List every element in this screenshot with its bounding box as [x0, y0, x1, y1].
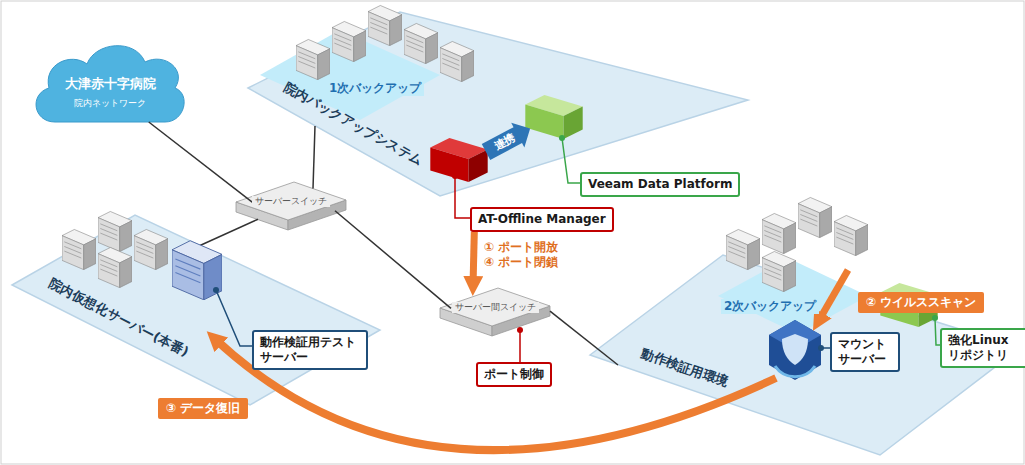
leader-lines-part — [517, 327, 523, 333]
secondary-band-shape-part — [718, 258, 868, 334]
network-cloud: 大津赤十字病院院内ネットワーク — [25, 30, 190, 130]
server-group-part — [834, 215, 868, 255]
leader-lines-part — [818, 345, 824, 351]
zone-title: 2次バックアップ — [721, 299, 819, 314]
primary-band-shape — [260, 30, 440, 120]
leader-lines-part — [213, 287, 219, 293]
network-switch-shape-part — [236, 182, 346, 220]
step-label: ① ポート開放 ④ ポート閉鎖 — [484, 240, 570, 270]
zone-title: 1次バックアップ — [326, 81, 424, 96]
secondary-band: 2次バックアップ — [718, 258, 868, 334]
server-group — [62, 5, 868, 299]
step-box: ② ウイルススキャン — [858, 292, 984, 313]
node-label: Veeam Data Platform — [588, 177, 732, 192]
label-holder: ① ポート開放 ④ ポート閉鎖 — [484, 240, 570, 270]
virtual-zone-shape-part — [12, 215, 380, 405]
callout-box: AT-Offline Manager — [470, 207, 614, 232]
zone-title: 院内ネットワーク — [74, 98, 146, 109]
virtual-zone-shape — [10, 212, 385, 408]
node-label: AT-Offline Manager — [478, 212, 606, 227]
verification-zone: 2次バックアップ ② ウイルススキャン強化Linux リポジトリ マウント サーバー… — [588, 250, 1023, 458]
verification-zone-shape-part — [590, 255, 1020, 455]
callout-box: Veeam Data Platform — [580, 172, 740, 197]
link-label: 連携 — [490, 130, 519, 154]
callout-box: ポート制御 — [476, 362, 552, 387]
leader-lines-part — [559, 135, 565, 141]
zone-title: 動作検証用環境 — [638, 346, 729, 391]
leader-lines-part — [519, 330, 521, 362]
zone-title: 大津赤十字病院 — [65, 76, 156, 92]
virtual-zone: 動作検証用テスト サーバー 院内仮想化サーバー(本番) — [10, 212, 385, 408]
network-switch-shape — [236, 180, 346, 236]
network-switch: サーバースイッチ — [236, 180, 346, 236]
step-arrow — [473, 232, 474, 286]
node-label: 動作検証用テスト サーバー — [260, 335, 360, 365]
node-label: ポート制御 — [484, 367, 544, 382]
callout-box: 動作検証用テスト サーバー — [252, 330, 368, 370]
backup-zone-shape-part — [248, 12, 748, 196]
node-label: サーバースイッチ — [252, 196, 330, 207]
zone-title: 院内仮想化サーバー(本番) — [45, 276, 190, 361]
node-label: 強化Linux リポジトリ — [948, 333, 1020, 363]
node-label: ③ データ復旧 — [166, 401, 240, 416]
server-group-part — [762, 213, 796, 253]
primary-band: 1次バックアップ — [260, 30, 440, 120]
callout-box: マウント サーバー — [830, 332, 900, 372]
node-label: ② ウイルススキャン — [866, 295, 976, 310]
network-switch-shape — [440, 286, 550, 342]
node-label: サーバー間スイッチ — [452, 302, 539, 313]
network-line — [149, 122, 253, 202]
primary-band-shape-part — [260, 30, 440, 120]
server-group-part — [798, 197, 832, 237]
node-label: マウント サーバー — [838, 337, 892, 367]
step-box: ③ データ復旧 — [158, 398, 248, 419]
leader-lines-part — [452, 173, 458, 179]
secondary-band-shape — [718, 258, 868, 334]
label-holder: 連携 — [0, 0, 26, 14]
network-line — [335, 211, 451, 309]
callout-box: 強化Linux リポジトリ — [940, 328, 1025, 368]
mount-server-icon-part — [782, 334, 808, 365]
network-cloud-shape-part — [36, 46, 184, 122]
leader-lines-part — [932, 315, 938, 321]
network-line — [550, 311, 618, 365]
network-line — [200, 219, 258, 245]
network-line — [313, 126, 315, 188]
network-switch: サーバー間スイッチ — [440, 286, 550, 342]
network-switch-shape-part — [440, 288, 550, 326]
